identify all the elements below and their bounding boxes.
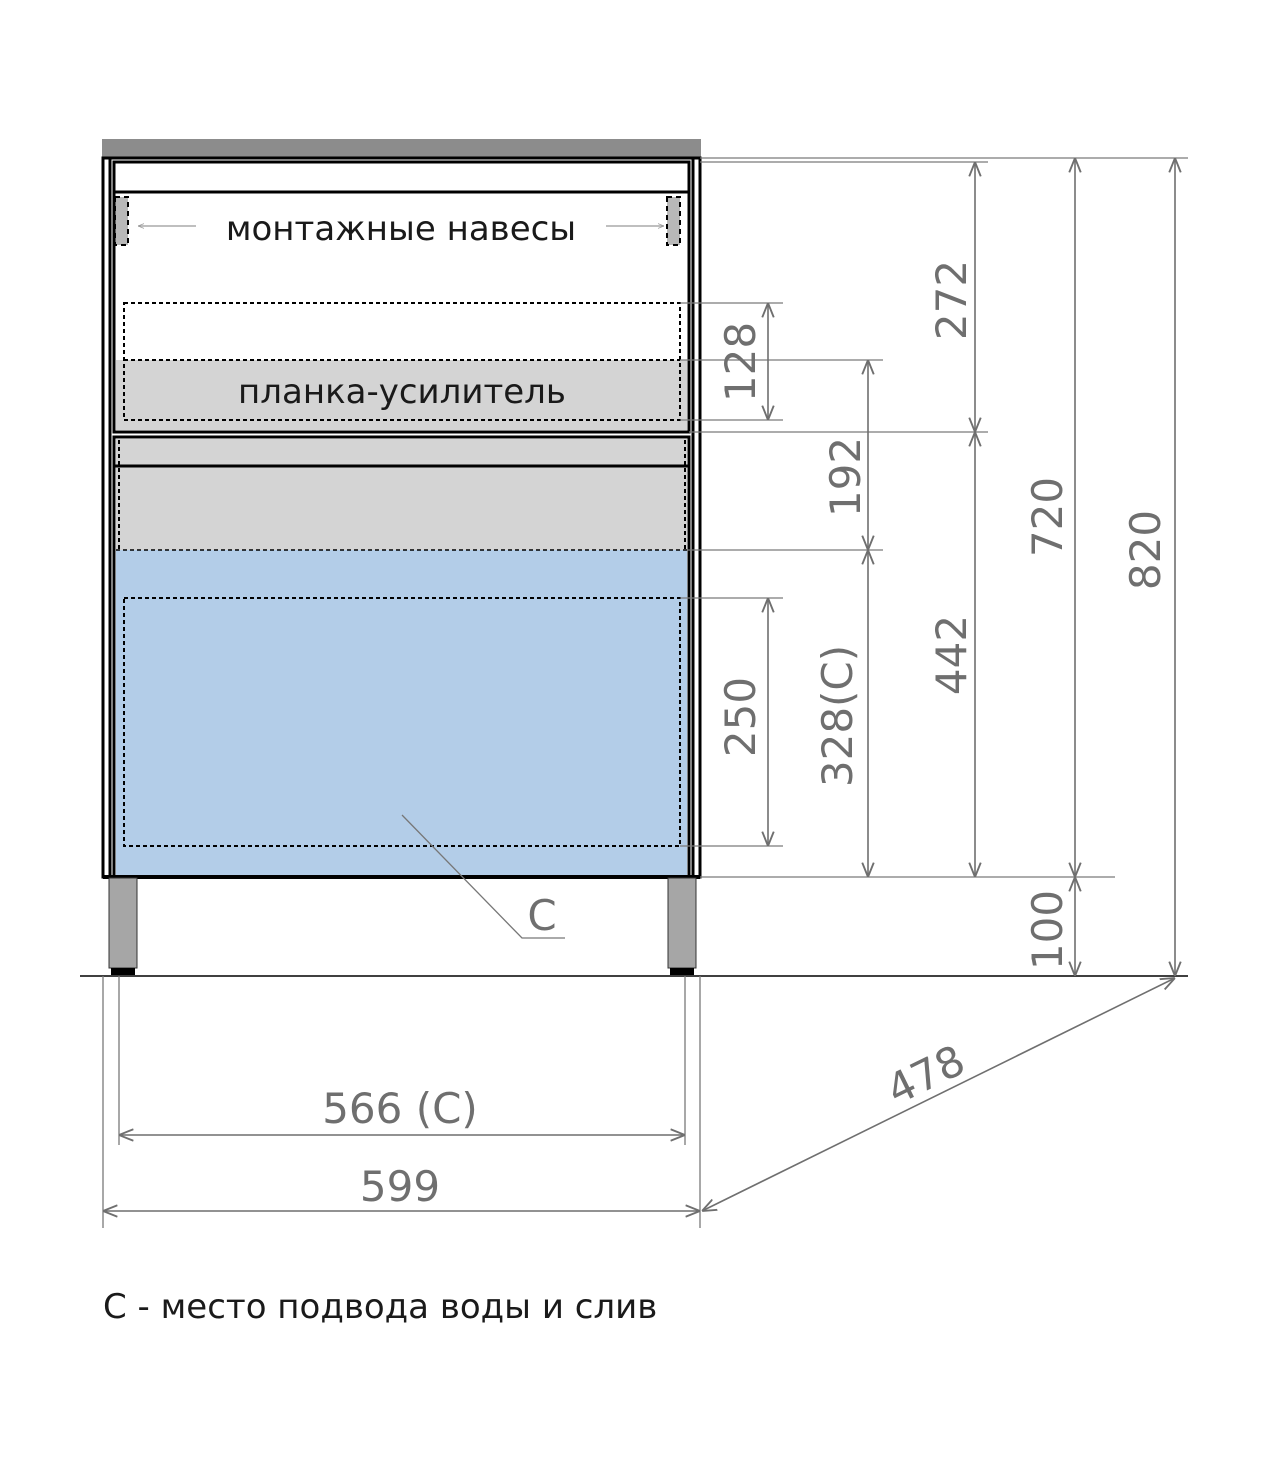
dim-100: 100 bbox=[1023, 890, 1072, 970]
dim-599: 599 bbox=[360, 1162, 440, 1211]
leg-right bbox=[667, 877, 697, 975]
dim-566: 566 (C) bbox=[322, 1084, 478, 1133]
dim-720: 720 bbox=[1023, 477, 1072, 557]
reinforcement-bar-label: планка-усилитель bbox=[238, 372, 566, 412]
c-marker: C bbox=[527, 891, 556, 940]
drawer bbox=[112, 435, 691, 879]
hinge-right bbox=[666, 196, 681, 246]
caption: C - место подвода воды и слив bbox=[103, 1287, 657, 1327]
leg-left bbox=[108, 877, 138, 975]
dim-820: 820 bbox=[1121, 510, 1170, 590]
dim-272: 272 bbox=[927, 260, 976, 340]
c-leader-line bbox=[401, 814, 565, 939]
dim-line-478 bbox=[702, 978, 1175, 1211]
dim-128: 128 bbox=[716, 322, 765, 402]
extension-lines bbox=[102, 157, 1188, 1228]
connection-zone-dashed bbox=[123, 597, 681, 847]
countertop bbox=[102, 139, 701, 157]
hinge-left bbox=[114, 196, 129, 246]
reinforcement-bar bbox=[116, 360, 687, 430]
hinges-label: монтажные навесы bbox=[226, 209, 576, 249]
dim-442: 442 bbox=[927, 615, 976, 695]
dim-478: 478 bbox=[879, 1035, 973, 1114]
water-zone bbox=[116, 550, 687, 875]
dim-328: 328(C) bbox=[813, 645, 862, 787]
dim-250: 250 bbox=[716, 677, 765, 757]
dim-192: 192 bbox=[821, 437, 870, 517]
